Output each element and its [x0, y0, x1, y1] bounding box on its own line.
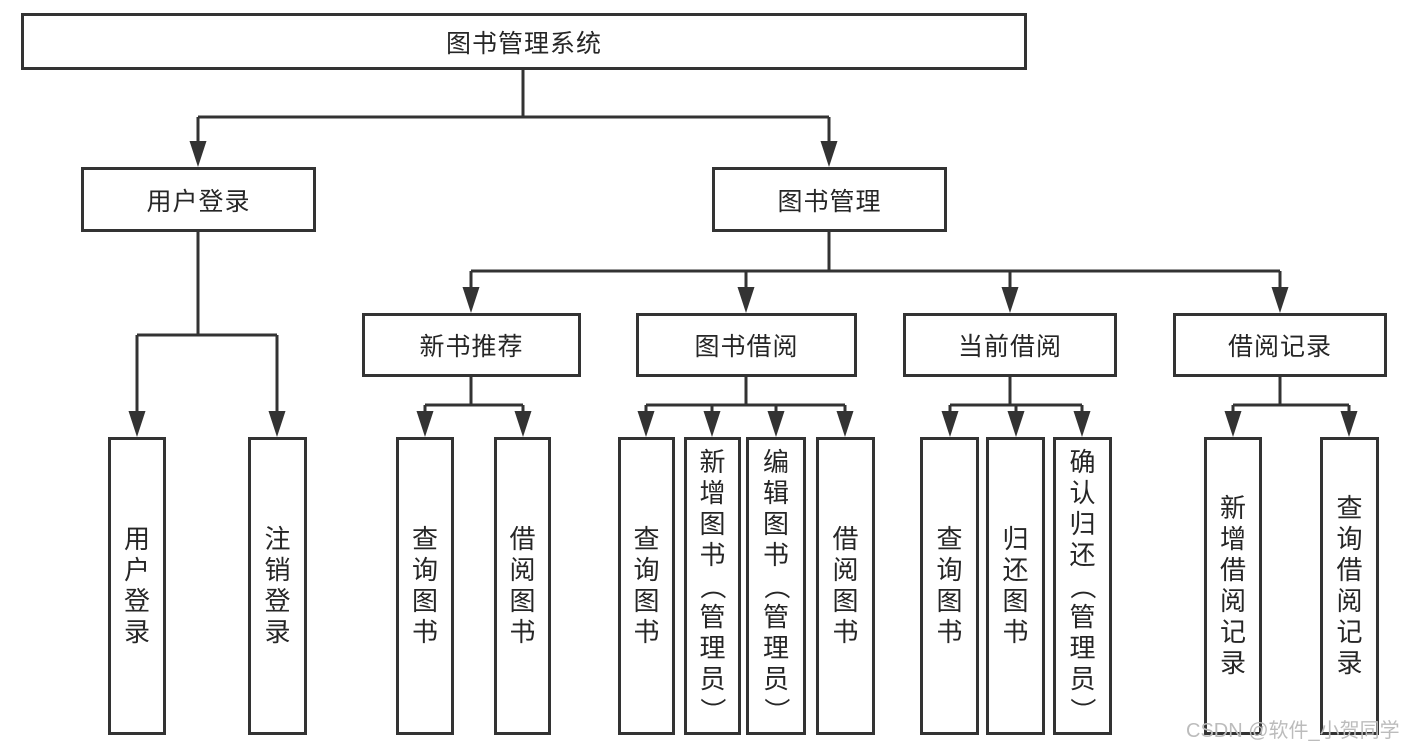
leaf-query-book-3: 查询图书 [920, 437, 979, 735]
node-new-book-recommendation: 新书推荐 [362, 313, 581, 377]
node-book-borrowing: 图书借阅 [636, 313, 857, 377]
leaf-logout-label: 注销登录 [264, 524, 291, 647]
leaf-borrow-book-1: 借阅图书 [494, 437, 551, 735]
leaf-borrow-book-2: 借阅图书 [816, 437, 875, 735]
leaf-add-book-admin: 新增图书（管理员） [684, 437, 741, 735]
leaf-query-book-2: 查询图书 [618, 437, 675, 735]
leaf-edit-book-admin: 编辑图书（管理员） [746, 437, 806, 735]
leaf-add-book-admin-label: 新增图书（管理员） [697, 446, 728, 724]
node-borrowing-records: 借阅记录 [1173, 313, 1387, 377]
node-borrowing-records-label: 借阅记录 [1227, 333, 1332, 361]
node-book-borrowing-label: 图书借阅 [694, 333, 799, 361]
leaf-user-login-label: 用户登录 [123, 524, 150, 647]
node-current-borrowing: 当前借阅 [903, 313, 1117, 377]
node-library-system: 图书管理系统 [21, 13, 1027, 70]
node-user-login-label: 用户登录 [146, 187, 251, 216]
leaf-query-book-1-label: 查询图书 [411, 524, 438, 647]
leaf-add-borrow-record-label: 新增借阅记录 [1219, 493, 1246, 678]
node-new-book-recommendation-label: 新书推荐 [419, 333, 524, 361]
csdn-watermark: CSDN @软件_小贺同学 [1186, 720, 1400, 742]
leaf-query-borrow-record-label: 查询借阅记录 [1336, 493, 1363, 678]
leaf-return-book-label: 归还图书 [1002, 524, 1029, 647]
leaf-confirm-return-admin-label: 确认归还（管理员） [1067, 446, 1098, 724]
node-library-system-label: 图书管理系统 [445, 29, 602, 58]
leaf-borrow-book-1-label: 借阅图书 [509, 524, 536, 647]
leaf-return-book: 归还图书 [986, 437, 1045, 735]
node-book-management-label: 图书管理 [777, 187, 882, 216]
leaf-query-book-2-label: 查询图书 [633, 524, 660, 647]
node-user-login: 用户登录 [81, 167, 316, 232]
node-book-management: 图书管理 [712, 167, 947, 232]
leaf-borrow-book-2-label: 借阅图书 [832, 524, 859, 647]
leaf-edit-book-admin-label: 编辑图书（管理员） [761, 446, 792, 724]
leaf-user-login: 用户登录 [108, 437, 166, 735]
leaf-confirm-return-admin: 确认归还（管理员） [1053, 437, 1112, 735]
leaf-query-book-3-label: 查询图书 [936, 524, 963, 647]
leaf-query-borrow-record: 查询借阅记录 [1320, 437, 1379, 735]
leaf-logout: 注销登录 [248, 437, 307, 735]
leaf-add-borrow-record: 新增借阅记录 [1204, 437, 1262, 735]
leaf-query-book-1: 查询图书 [396, 437, 454, 735]
node-current-borrowing-label: 当前借阅 [957, 333, 1062, 361]
